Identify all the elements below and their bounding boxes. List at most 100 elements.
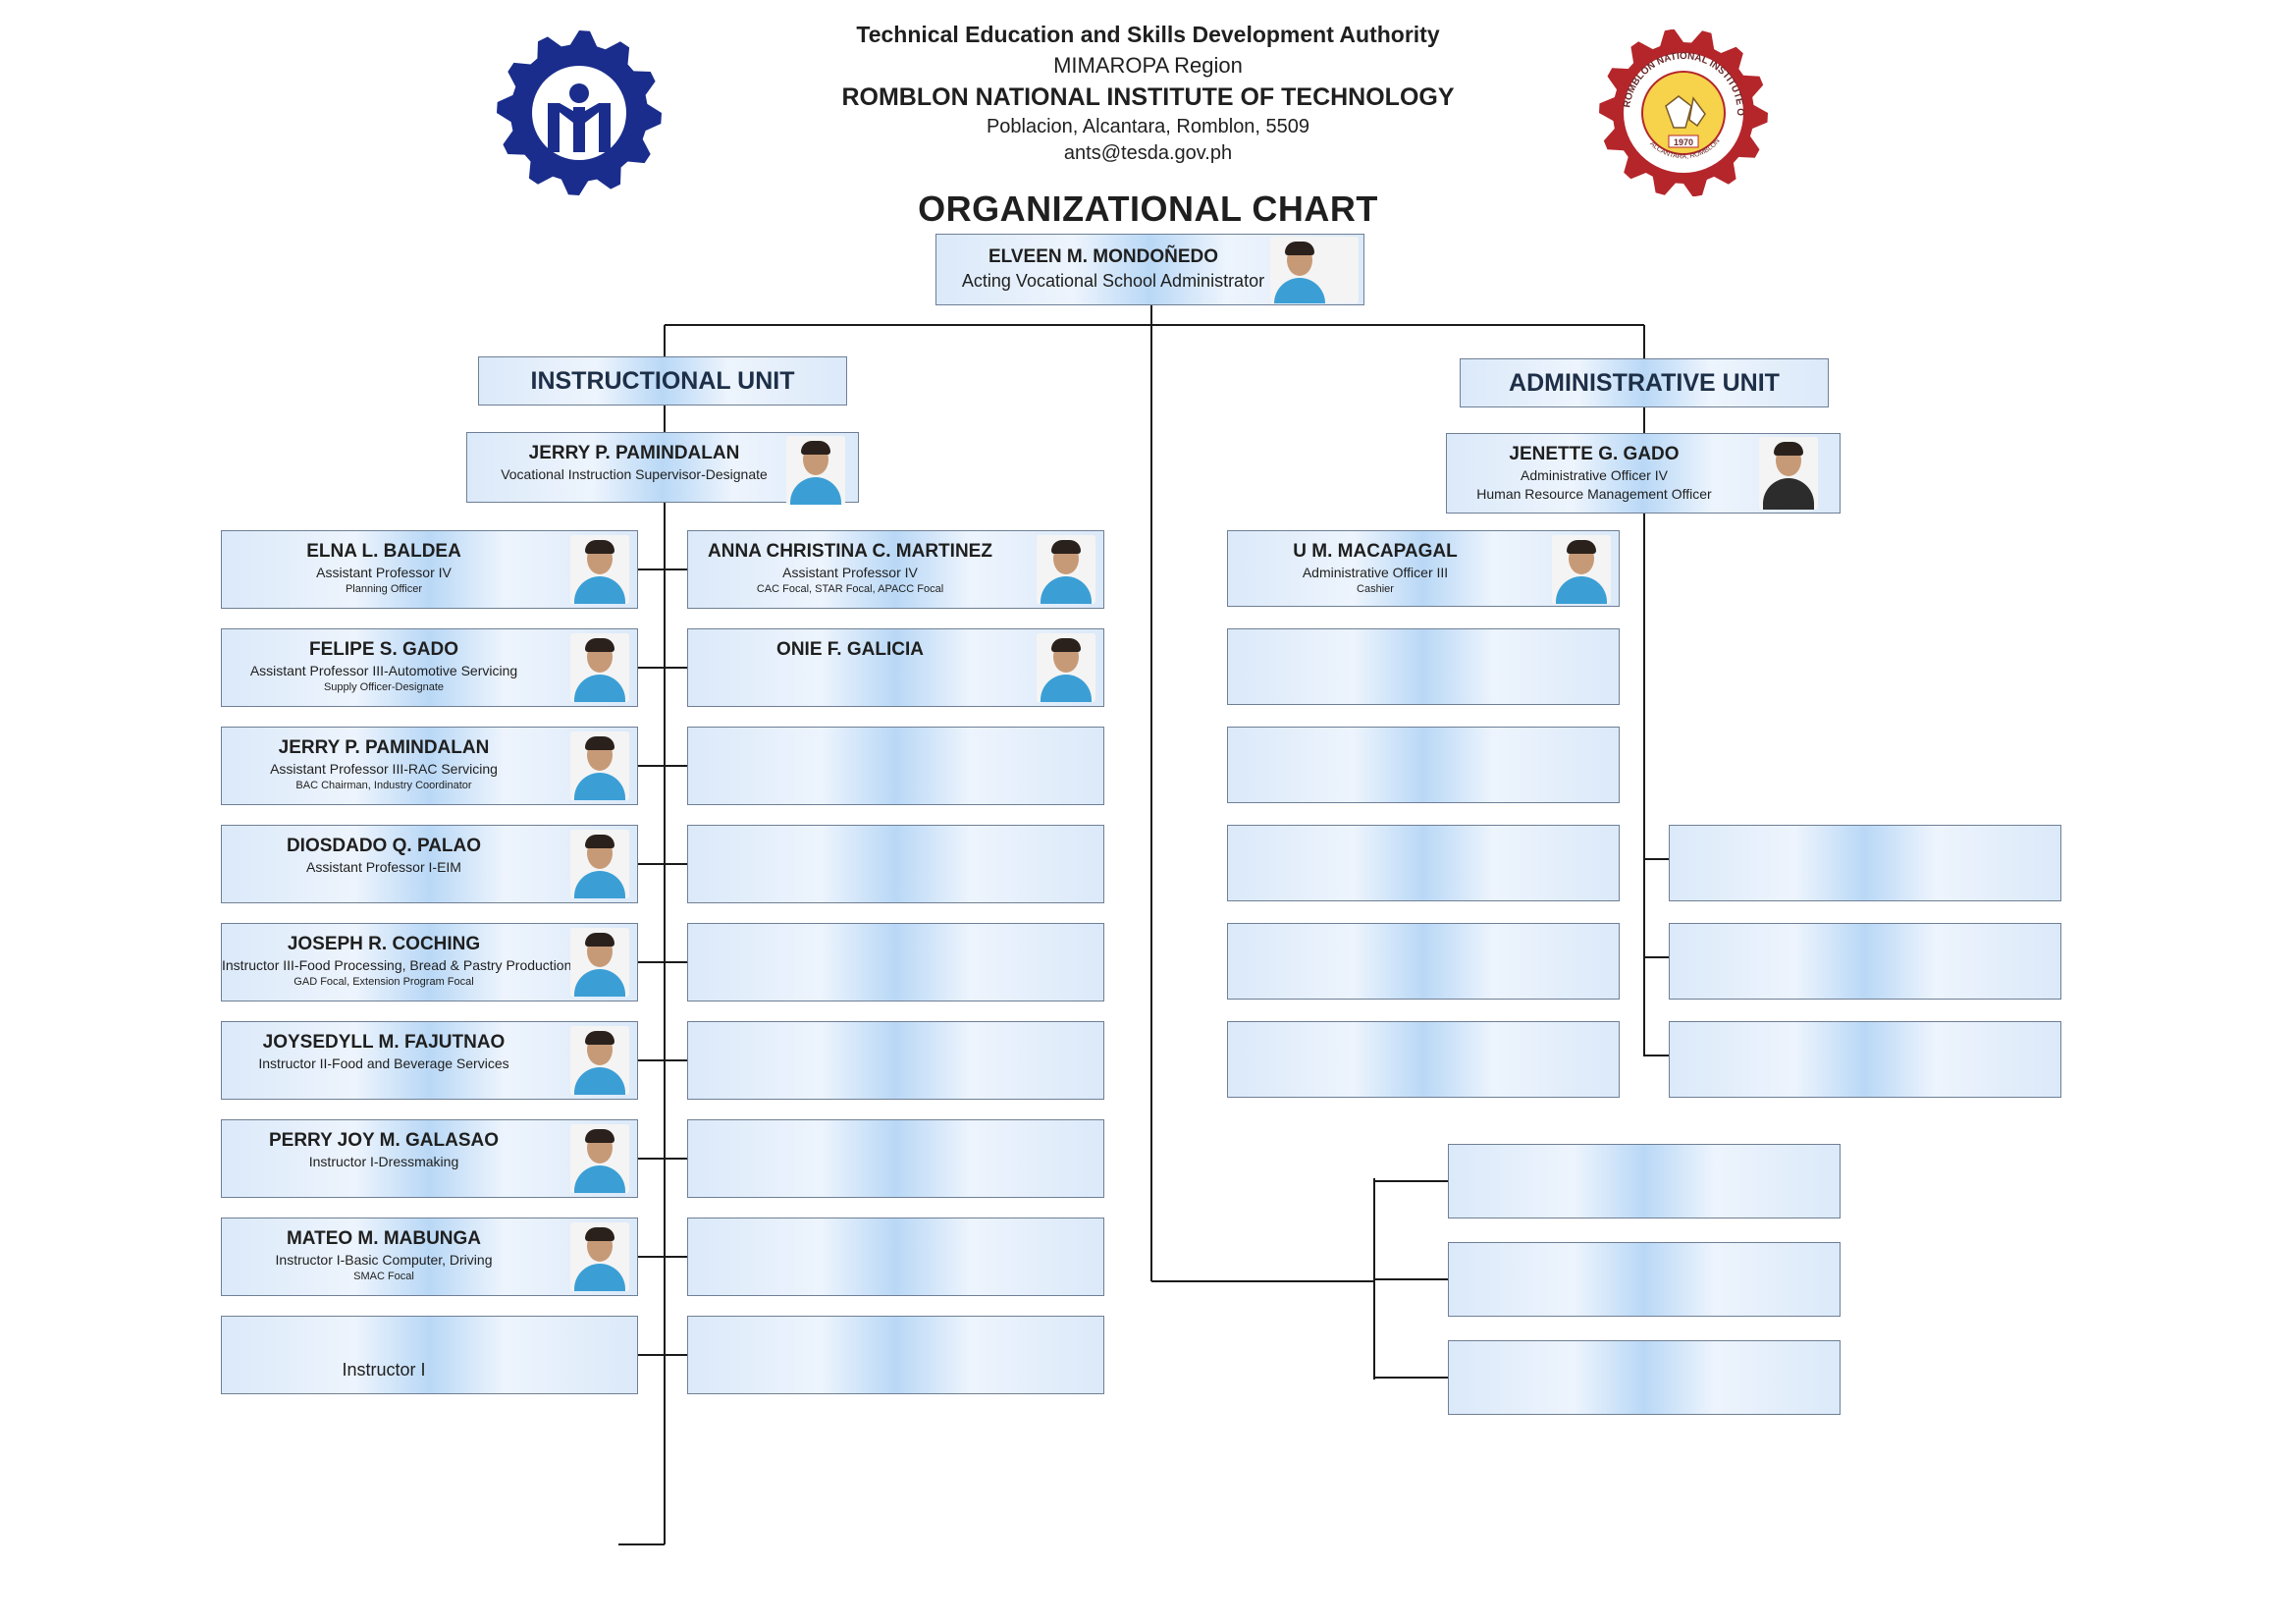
- avatar: [570, 731, 629, 800]
- person-role: BAC Chairman, Industry Coordinator: [295, 780, 472, 791]
- logo-figure: [548, 103, 573, 123]
- admin-head-extra: Human Resource Management Officer: [1476, 486, 1712, 502]
- instructional-right-card: [687, 1316, 1104, 1394]
- admin-staff-card: [1227, 923, 1620, 1000]
- admin-staff-card: U M. MACAPAGAL Administrative Officer III…: [1227, 530, 1620, 607]
- admin-staff-card: [1227, 825, 1620, 901]
- avatar: [570, 1222, 629, 1291]
- person-position: Instructor I-Dressmaking: [308, 1154, 459, 1169]
- instructional-left-card: DIOSDADO Q. PALAO Assistant Professor I-E…: [221, 825, 638, 903]
- supervisor-name: JERRY P. PAMINDALAN: [528, 443, 740, 463]
- administrative-unit-label: ADMINISTRATIVE UNIT: [1509, 368, 1780, 397]
- instructional-left-card: JOYSEDYLL M. FAJUTNAO Instructor II-Food …: [221, 1021, 638, 1100]
- person-position: Instructor III-Food Processing, Bread & …: [222, 957, 572, 973]
- admin-staff-card: [1227, 1021, 1620, 1098]
- person-name: U M. MACAPAGAL: [1293, 541, 1458, 562]
- avatar: [1759, 437, 1818, 510]
- person-name: JOSEPH R. COCHING: [287, 934, 481, 954]
- ancillary-card: [1448, 1340, 1841, 1415]
- person-position: Instructor I: [342, 1360, 426, 1380]
- instructional-unit-header: INSTRUCTIONAL UNIT: [478, 356, 847, 406]
- person-position: Administrative Officer III: [1302, 565, 1449, 580]
- avatar: [1552, 535, 1611, 604]
- person-position: Instructor II-Food and Beverage Services: [258, 1056, 509, 1071]
- person-name: MATEO M. MABUNGA: [286, 1228, 482, 1249]
- admin-staff-card: [1227, 628, 1620, 705]
- instructional-right-card: [687, 1119, 1104, 1198]
- person-position: Assistant Professor III-RAC Servicing: [270, 761, 498, 777]
- avatar: [570, 535, 629, 604]
- agency-name: Technical Education and Skills Developme…: [856, 22, 1440, 47]
- person-role: CAC Focal, STAR Focal, APACC Focal: [756, 583, 944, 595]
- admin-support-card: [1669, 825, 2061, 901]
- person-name: FELIPE S. GADO: [308, 639, 459, 660]
- administrator-position: Acting Vocational School Administrator: [961, 271, 1265, 291]
- instructional-right-card: [687, 1021, 1104, 1100]
- institute-address: Poblacion, Alcantara, Romblon, 5509: [986, 116, 1310, 137]
- admin-support-card: [1669, 923, 2061, 1000]
- avatar: [1037, 633, 1095, 702]
- admin-staff-card: [1227, 727, 1620, 803]
- person-role: Supply Officer-Designate: [323, 681, 445, 693]
- person-role: Planning Officer: [345, 583, 423, 595]
- avatar: [1037, 535, 1095, 604]
- person-role: Cashier: [1357, 583, 1394, 595]
- person-name: JOYSEDYLL M. FAJUTNAO: [262, 1032, 506, 1053]
- instructional-right-card: ONIE F. GALICIA: [687, 628, 1104, 707]
- instructional-right-card: [687, 825, 1104, 903]
- instructional-right-card: [687, 1218, 1104, 1296]
- instruction-supervisor-box: JERRY P. PAMINDALAN Vocational Instructi…: [466, 432, 859, 505]
- person-name: PERRY JOY M. GALASAO: [268, 1130, 500, 1151]
- instructional-left-card: FELIPE S. GADO Assistant Professor III-Au…: [221, 628, 638, 707]
- logo-figure: [569, 83, 589, 103]
- avatar: [786, 436, 845, 505]
- tesda-logo: [497, 30, 662, 195]
- person-position: Instructor I-Basic Computer, Driving: [275, 1252, 493, 1268]
- avatar: [570, 928, 629, 997]
- admin-head-name: JENETTE G. GADO: [1509, 444, 1680, 464]
- instructional-left-card: PERRY JOY M. GALASAO Instructor I-Dressma…: [221, 1119, 638, 1198]
- rnit-seal-logo: ROMBLON NATIONAL INSTITUTE OF TECHNOLOGY…: [1595, 29, 1768, 196]
- logo-figure: [599, 103, 611, 152]
- person-role: GAD Focal, Extension Program Focal: [294, 976, 474, 988]
- person-name: ONIE F. GALICIA: [776, 639, 924, 660]
- person-role: SMAC Focal: [353, 1271, 414, 1282]
- admin-support-card: [1669, 1021, 2061, 1098]
- instructional-left-card: JERRY P. PAMINDALAN Assistant Professor I…: [221, 727, 638, 805]
- person-name: JERRY P. PAMINDALAN: [278, 737, 490, 758]
- institute-name: ROMBLON NATIONAL INSTITUTE OF TECHNOLOGY: [841, 83, 1455, 111]
- admin-head-position: Administrative Officer IV: [1521, 467, 1668, 483]
- instructional-right-card: ANNA CHRISTINA C. MARTINEZ Assistant Prof…: [687, 530, 1104, 609]
- person-name: ELNA L. BALDEA: [306, 541, 461, 562]
- ancillary-card: [1448, 1242, 1841, 1317]
- admin-officer-box: JENETTE G. GADO Administrative Officer I…: [1446, 433, 1841, 514]
- logo-figure: [573, 107, 585, 152]
- person-position: Assistant Professor IV: [316, 565, 452, 580]
- administrator-name: ELVEEN M. MONDOÑEDO: [988, 246, 1218, 267]
- instructional-left-card: ELNA L. BALDEA Assistant Professor IV Plan…: [221, 530, 638, 609]
- administrative-unit-header: ADMINISTRATIVE UNIT: [1460, 358, 1829, 407]
- logo-figure: [585, 103, 611, 123]
- person-position: Assistant Professor III-Automotive Servi…: [249, 663, 518, 678]
- person-name: DIOSDADO Q. PALAO: [286, 836, 482, 856]
- instructional-left-card: MATEO M. MABUNGA Instructor I-Basic Compu…: [221, 1218, 638, 1296]
- chart-title: ORGANIZATIONAL CHART: [918, 189, 1378, 229]
- logo-figure: [548, 103, 560, 152]
- person-name: ANNA CHRISTINA C. MARTINEZ: [708, 541, 992, 562]
- instructional-left-card: Instructor I: [221, 1316, 638, 1394]
- avatar: [1270, 237, 1359, 303]
- institute-email: ants@tesda.gov.ph: [1063, 142, 1233, 164]
- seal-year: 1970: [1674, 137, 1693, 147]
- instructional-unit-label: INSTRUCTIONAL UNIT: [530, 366, 795, 395]
- region-name: MIMAROPA Region: [1053, 53, 1243, 78]
- instructional-right-card: [687, 923, 1104, 1001]
- instructional-left-card: JOSEPH R. COCHING Instructor III-Food Pro…: [221, 923, 638, 1001]
- person-position: Assistant Professor IV: [782, 565, 918, 580]
- administrator-box: ELVEEN M. MONDOÑEDO Acting Vocational Sc…: [935, 234, 1364, 305]
- person-position: Assistant Professor I-EIM: [306, 859, 461, 875]
- ancillary-card: [1448, 1144, 1841, 1218]
- avatar: [570, 1124, 629, 1193]
- avatar: [570, 633, 629, 702]
- avatar: [570, 1026, 629, 1095]
